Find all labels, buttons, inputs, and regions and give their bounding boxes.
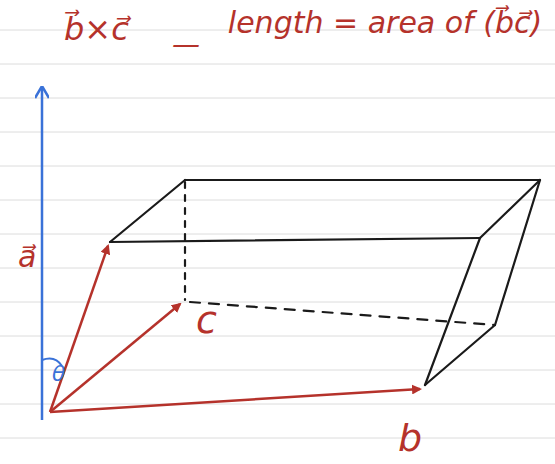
vector-label: b <box>398 418 422 460</box>
cross-product-arrow <box>41 88 44 420</box>
dash: — <box>172 30 200 61</box>
vector-b <box>50 389 420 412</box>
angle-label: θ <box>52 362 65 386</box>
box-edges <box>110 180 540 385</box>
vector-label: a⃗ <box>18 240 36 273</box>
vector-c <box>50 304 180 412</box>
vector-label: c <box>196 300 217 342</box>
length-note: length = area of (b⃗c⃗) <box>220 6 550 39</box>
cross-product-label: b⃗×c⃗ <box>64 12 129 47</box>
ruled-lines <box>0 30 555 438</box>
